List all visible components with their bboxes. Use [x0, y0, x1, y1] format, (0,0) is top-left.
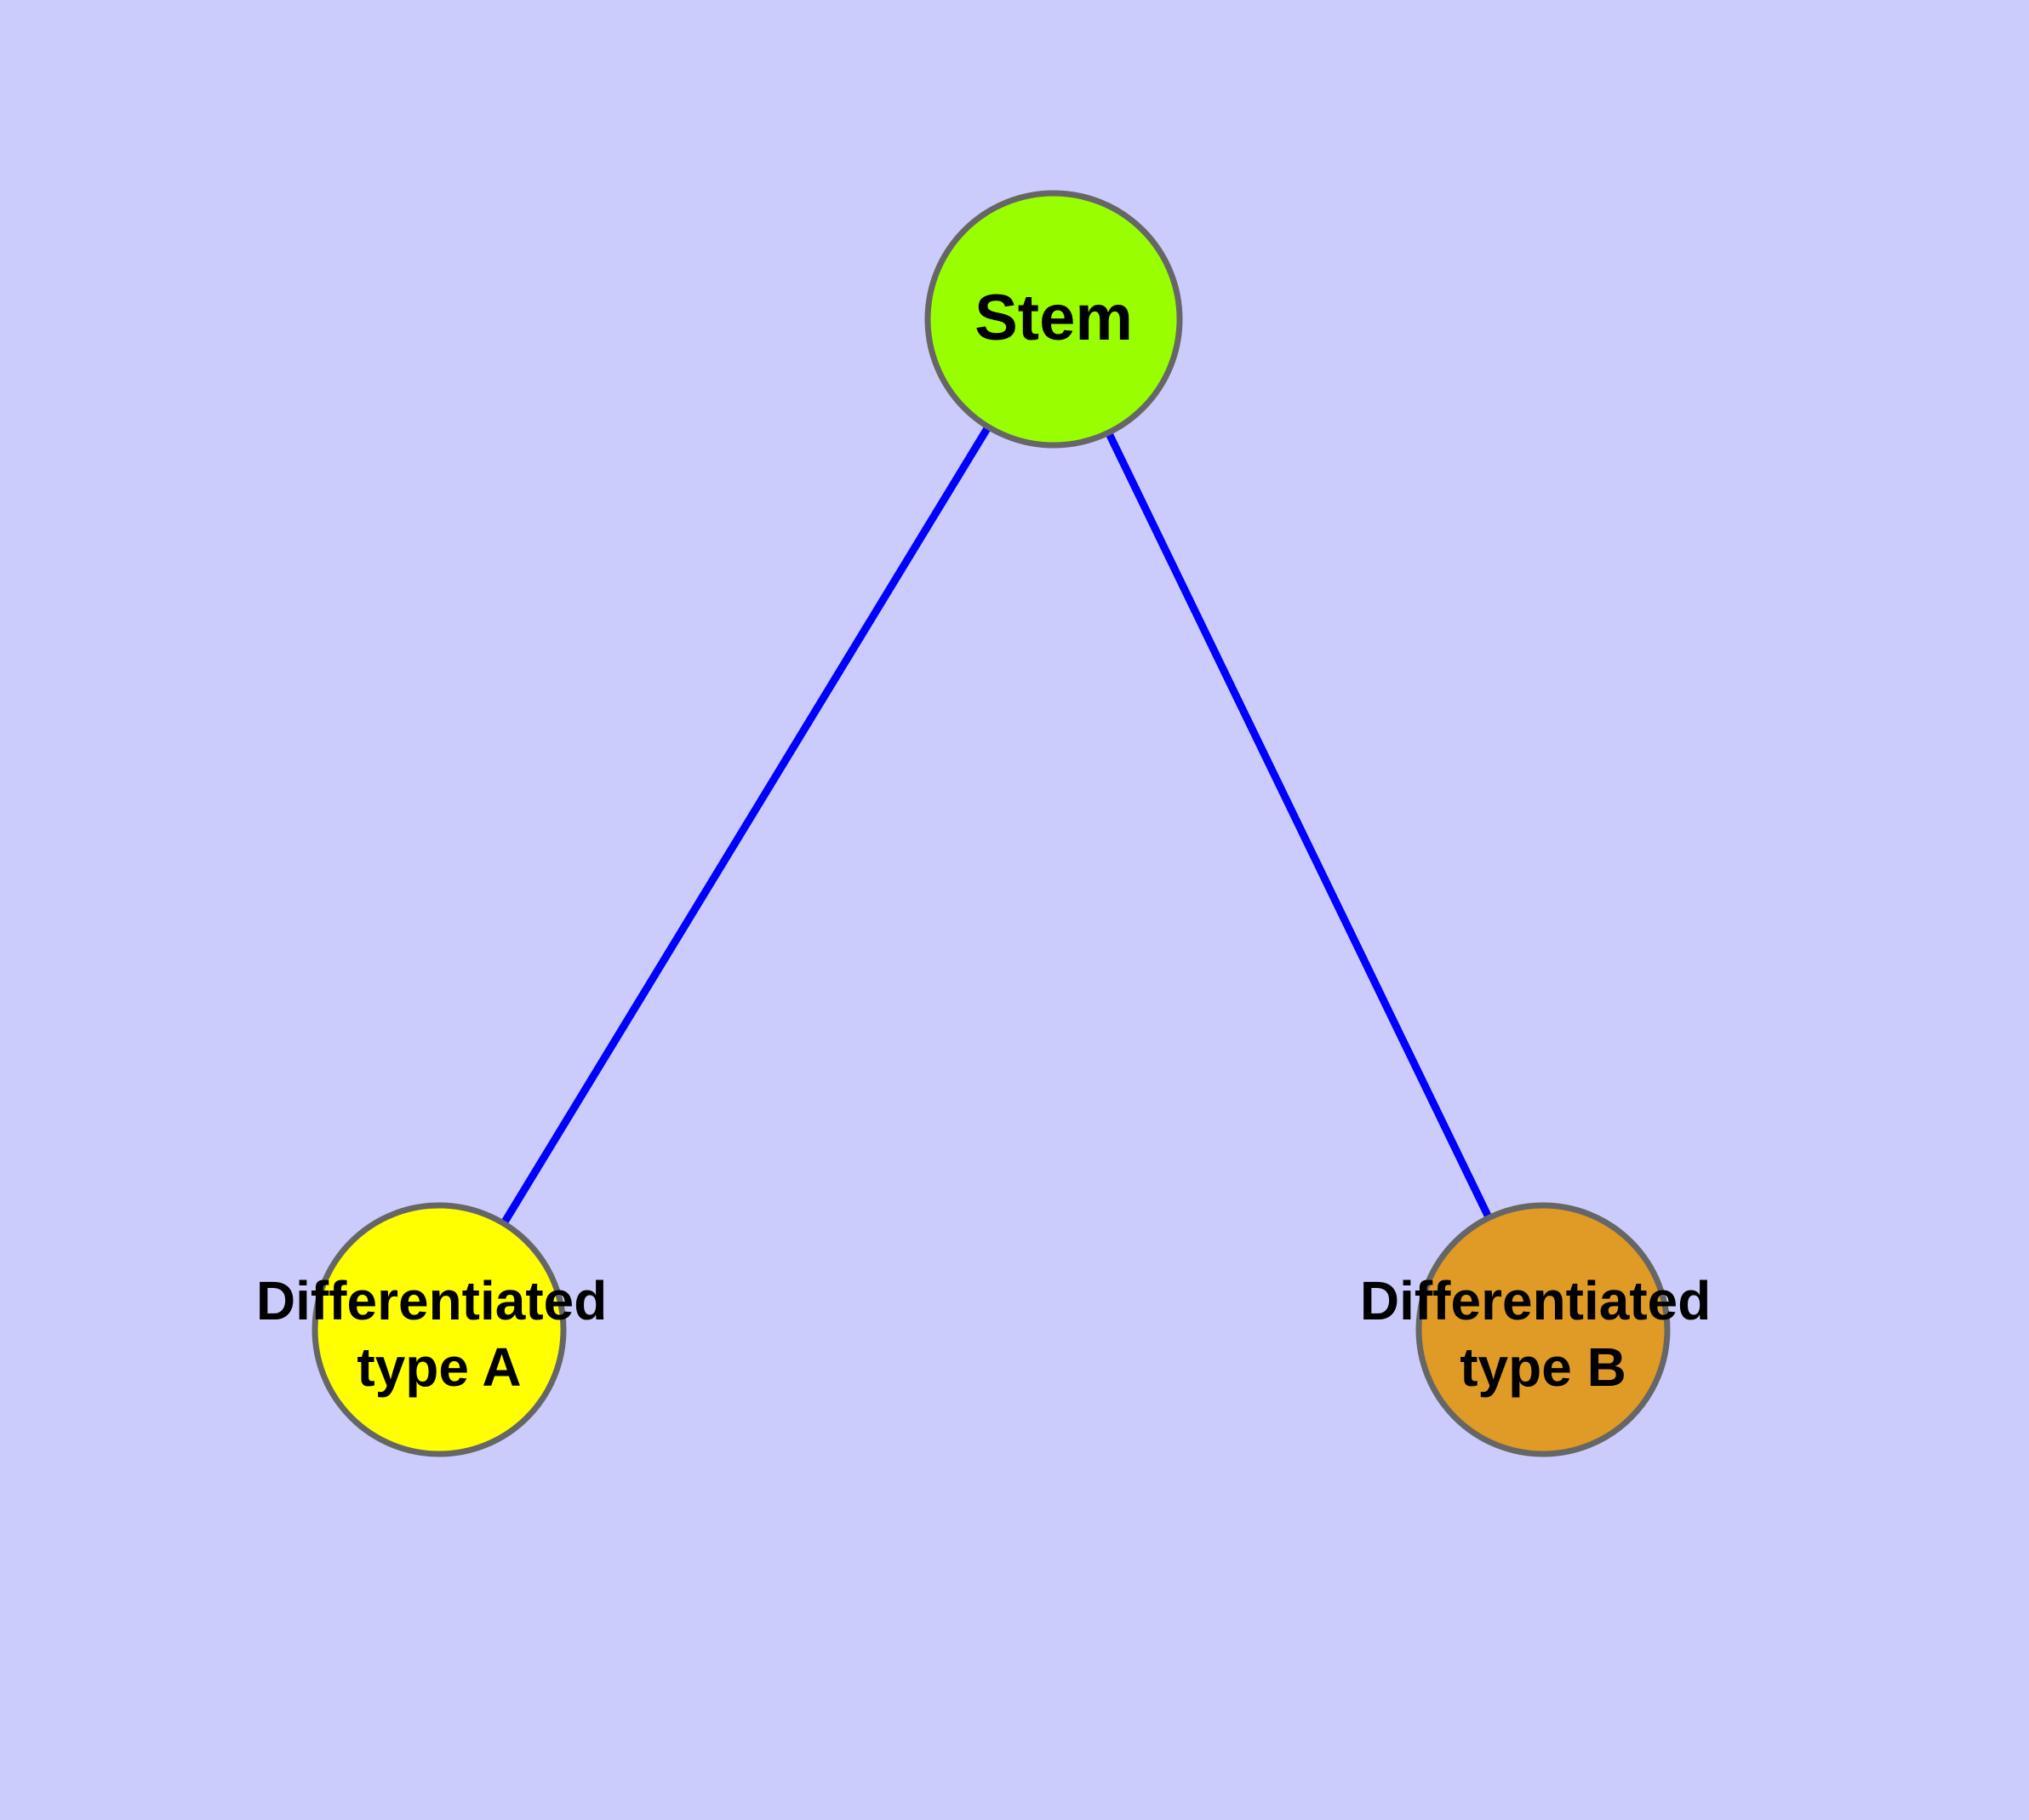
- node-differentiated-type-b[interactable]: [1415, 1202, 1671, 1457]
- node-differentiated-type-a[interactable]: [311, 1202, 567, 1457]
- differentiated-type-a-node-label: Differentiated type A: [256, 1270, 622, 1398]
- edge-stem-to-differentiated-type-b[interactable]: [1103, 427, 1495, 1223]
- stem-node-circle[interactable]: [924, 190, 1183, 449]
- differentiated-type-a-node-circle[interactable]: [311, 1202, 567, 1457]
- edge-stem-to-differentiated-type-a[interactable]: [498, 421, 994, 1229]
- stem-node-label: Stem: [974, 282, 1133, 354]
- differentiated-type-a-label-line-2: type A: [357, 1336, 521, 1398]
- node-layer: Stem: [311, 190, 1671, 1457]
- differentiated-type-b-label-line-2: type B: [1460, 1336, 1626, 1398]
- differentiated-type-a-label-line-1: Differentiated: [256, 1270, 608, 1331]
- differentiated-type-b-node-label: Differentiated type B: [1360, 1270, 1726, 1398]
- differentiated-type-b-node-circle[interactable]: [1415, 1202, 1671, 1457]
- edge-layer: [498, 421, 1495, 1229]
- node-stem[interactable]: Stem: [924, 190, 1183, 449]
- node-label-layer: Differentiated type A Differentiated typ…: [256, 1270, 1726, 1398]
- differentiated-type-b-label-line-1: Differentiated: [1360, 1270, 1712, 1331]
